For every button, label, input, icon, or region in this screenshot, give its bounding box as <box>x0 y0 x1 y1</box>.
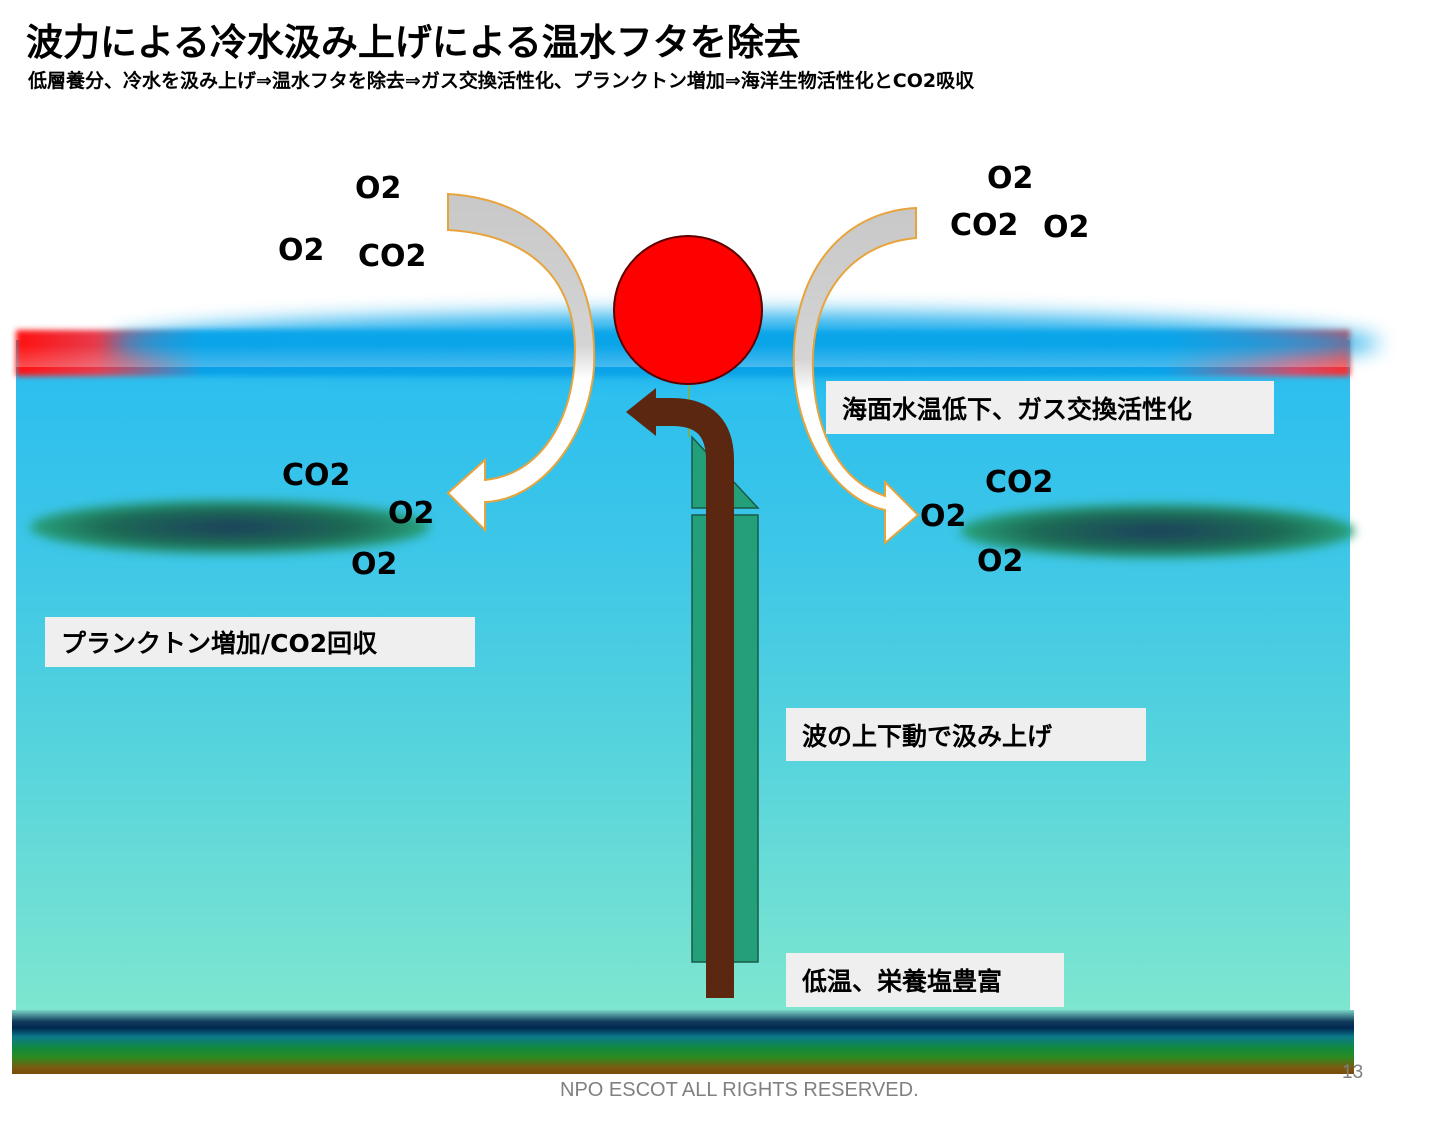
curved-arrow-right <box>792 206 920 546</box>
page-subtitle: 低層養分、冷水を汲み上げ⇒温水フタを除去⇒ガス交換活性化、プランクトン増加⇒海洋… <box>28 70 975 92</box>
gas-label-o2: O2 <box>351 547 398 582</box>
deep-water-label: 低温、栄養塩豊富 <box>786 953 1064 1007</box>
page-number: 13 <box>1342 1062 1364 1083</box>
gas-label-co2: CO2 <box>950 208 1019 243</box>
wave-buoy <box>613 235 763 385</box>
pump-label: 波の上下動で汲み上げ <box>786 708 1146 761</box>
gas-label-co2: CO2 <box>985 465 1054 500</box>
seabed <box>12 1010 1354 1074</box>
gas-label-o2: O2 <box>920 499 967 534</box>
gas-label-o2: O2 <box>355 171 402 206</box>
gas-label-co2: CO2 <box>282 458 351 493</box>
plankton-cloud-right <box>960 504 1355 558</box>
gas-label-o2: O2 <box>388 496 435 531</box>
plankton-cloud-left <box>30 500 430 554</box>
copyright-footer: NPO ESCOT ALL RIGHTS RESERVED. <box>560 1079 919 1101</box>
gas-label-o2: O2 <box>987 161 1034 196</box>
plankton-label: プランクトン増加/CO2回収 <box>45 617 475 667</box>
ocean-body <box>16 340 1350 1012</box>
page-title: 波力による冷水汲み上げによる温水フタを除去 <box>26 21 801 64</box>
gas-label-o2: O2 <box>278 233 325 268</box>
upwelling-flow-arrow <box>626 388 734 998</box>
gas-label-co2: CO2 <box>358 239 427 274</box>
curved-arrow-left <box>446 192 596 533</box>
surface-label: 海面水温低下、ガス交換活性化 <box>826 381 1274 434</box>
gas-label-o2: O2 <box>977 544 1024 579</box>
gas-label-o2: O2 <box>1043 210 1090 245</box>
